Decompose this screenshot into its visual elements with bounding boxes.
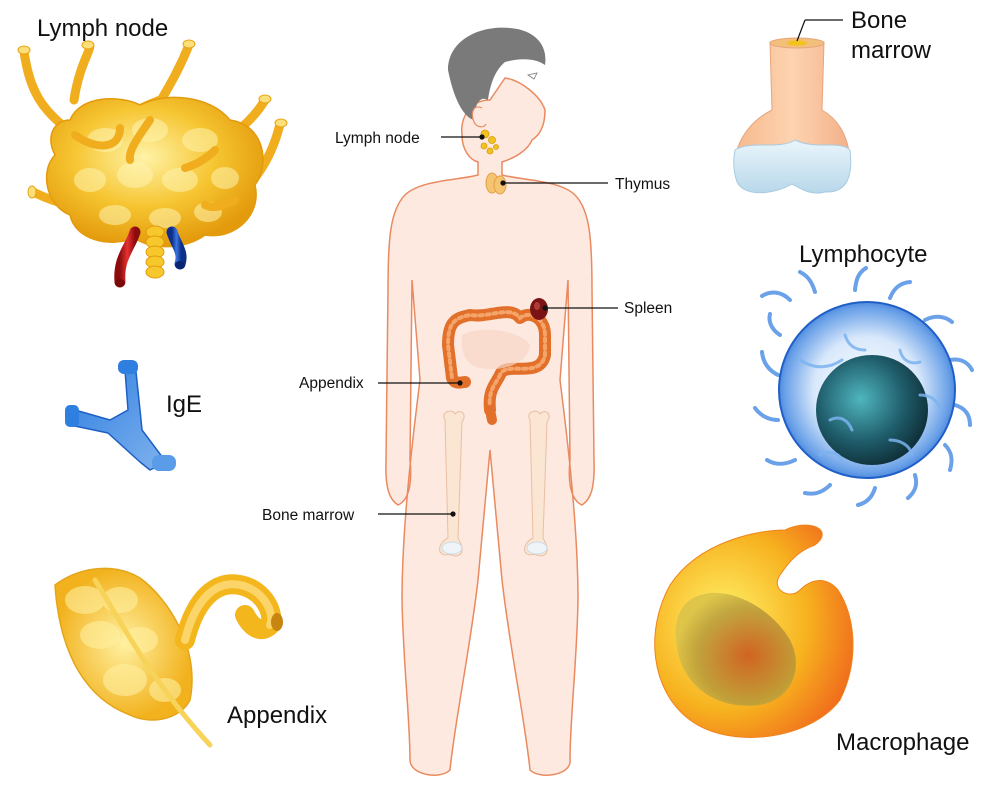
title-lymph-node: Lymph node: [37, 15, 168, 42]
title-bone-marrow-line2: marrow: [851, 37, 932, 64]
lymphocyte-nucleus: [816, 355, 928, 465]
vein: [172, 232, 181, 264]
bone-marrow-cavity: [787, 40, 807, 46]
title-lymphocyte: Lymphocyte: [799, 241, 928, 268]
label-spleen: Spleen: [624, 300, 672, 317]
bone-marrow-illustration: [734, 20, 851, 193]
macrophage-illustration: [655, 525, 853, 737]
ige-antibody-illustration: [65, 360, 176, 471]
knee-caps: [442, 542, 547, 554]
title-appendix: Appendix: [227, 702, 327, 729]
lymphocyte-illustration: [755, 268, 972, 505]
label-bone-marrow: Bone marrow: [262, 507, 355, 524]
label-lymph-node: Lymph node: [335, 130, 420, 147]
eye: [528, 73, 537, 79]
title-bone-marrow-line1: Bone: [851, 7, 907, 34]
title-ige: IgE: [166, 391, 202, 418]
label-thymus: Thymus: [615, 176, 670, 193]
efferent-lymph-vessel: [146, 226, 164, 278]
title-macrophage: Macrophage: [836, 729, 969, 756]
label-appendix: Appendix: [299, 375, 364, 392]
lymph-node-illustration: [18, 40, 287, 287]
